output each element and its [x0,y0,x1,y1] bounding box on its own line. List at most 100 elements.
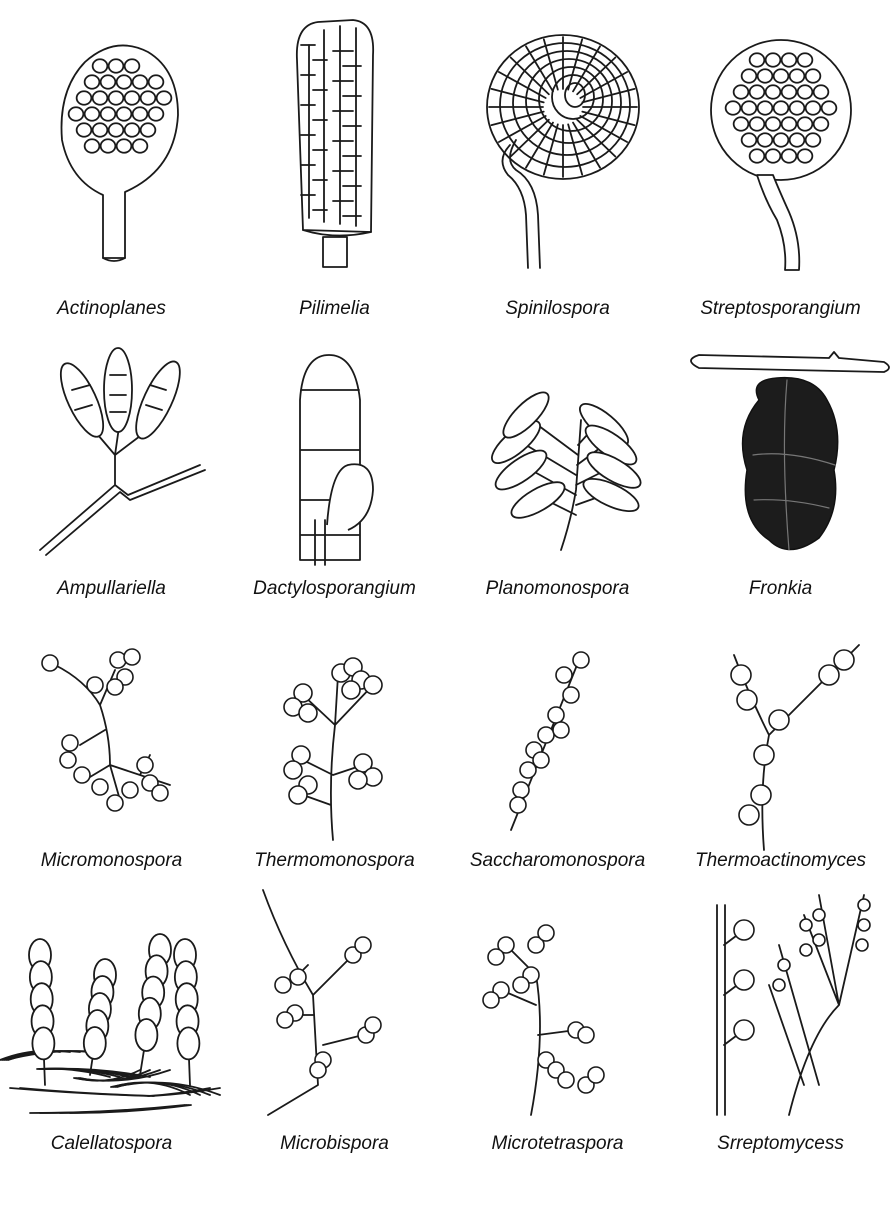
drawing-stroke [32,1027,54,1059]
label-fronkia: Fronkia [669,578,892,600]
drawing-stroke [800,944,812,956]
drawing-stroke [124,649,140,665]
drawing-stroke [734,85,749,98]
drawing-stroke [141,91,156,104]
drawing-stroke [742,133,757,146]
drawing-stroke [42,655,58,671]
drawing-stroke [858,919,870,931]
drawing-stroke [365,1017,381,1033]
label-streptosporangium: Streptosporangium [669,298,892,320]
drawing-stroke [734,970,754,990]
drawing-stroke [798,85,813,98]
drawing-stroke [513,977,529,993]
drawing-stroke [107,795,123,811]
drawing-stroke [85,75,100,88]
drawing-stroke [556,667,572,683]
label-saccharomonospora: Saccharomonospora [446,850,669,872]
drawing-stroke [538,925,554,941]
drawing-stroke [750,85,765,98]
drawing-stroke [758,69,773,82]
drawing-stroke [578,1027,594,1043]
drawing-stroke [149,75,164,88]
drawing-stroke [773,979,785,991]
drawing-stroke [766,85,781,98]
drawing-stroke [798,149,813,162]
drawing-stroke [588,1067,604,1083]
illustration-spinilospora [446,0,669,280]
label-thermomonospora: Thermomonospora [223,850,446,872]
illustration-actinoplanes [0,0,223,280]
illustration-saccharomonospora [446,615,669,845]
drawing-stroke [284,761,302,779]
drawing-stroke [137,757,153,773]
drawing-stroke [766,149,781,162]
drawing-stroke [750,117,765,130]
drawing-stroke [813,934,825,946]
illustration-thermomonospora [223,615,446,845]
drawing-stroke [737,690,757,710]
illustration-thermoactinomyces [669,615,892,845]
drawing-stroke [69,107,84,120]
label-actinoplanes: Actinoplanes [0,298,223,320]
drawing-stroke [819,665,839,685]
illustration-microtetraspora [446,885,669,1120]
drawing-stroke [553,722,569,738]
label-planomonospora: Planomonospora [446,578,669,600]
drawing-stroke [101,107,116,120]
drawing-stroke [20,1088,154,1096]
drawing-stroke [751,785,771,805]
drawing-stroke [766,53,781,66]
drawing-stroke [782,149,797,162]
label-microbispora: Microbispora [223,1133,446,1155]
drawing-stroke [806,69,821,82]
drawing-stroke [133,139,148,152]
drawing-stroke [135,1019,157,1051]
drawing-stroke [731,665,751,685]
drawing-stroke [85,107,100,120]
drawing-stroke [533,752,549,768]
drawing-stroke [769,710,789,730]
illustration-micromonospora [0,615,223,845]
label-calellatospora: Calellatospora [0,1133,223,1155]
drawing-stroke [93,59,108,72]
drawing-stroke [349,771,367,789]
drawing-stroke [109,91,124,104]
drawing-stroke [93,123,108,136]
drawing-stroke [77,123,92,136]
drawing-stroke [177,1027,199,1059]
drawing-stroke [355,937,371,953]
drawing-stroke [766,117,781,130]
illustration-srreptomycess [669,885,892,1120]
drawing-stroke [734,920,754,940]
drawing-stroke [734,117,749,130]
drawing-stroke [133,107,148,120]
illustration-microbispora [223,885,446,1120]
drawing-stroke [750,149,765,162]
drawing-stroke [858,899,870,911]
drawing-stroke [93,91,108,104]
drawing-stroke [814,85,829,98]
drawing-stroke [60,752,76,768]
label-thermoactinomyces: Thermoactinomyces [669,850,892,872]
drawing-stroke [790,133,805,146]
drawing-stroke [74,767,90,783]
drawing-stroke [782,117,797,130]
drawing-stroke [488,949,504,965]
drawing-stroke [754,745,774,765]
drawing-stroke [107,679,123,695]
drawing-stroke [122,782,138,798]
drawing-stroke [538,727,554,743]
drawing-stroke [483,992,499,1008]
drawing-stroke [133,75,148,88]
drawing-stroke [513,782,529,798]
drawing-stroke [790,101,805,114]
drawing-stroke [813,909,825,921]
drawing-stroke [62,735,78,751]
drawing-stroke [798,53,813,66]
illustration-planomonospora [446,350,669,570]
drawing-stroke [774,69,789,82]
drawing-stroke [778,959,790,971]
illustration-streptosporangium [669,0,892,280]
drawing-stroke [109,59,124,72]
